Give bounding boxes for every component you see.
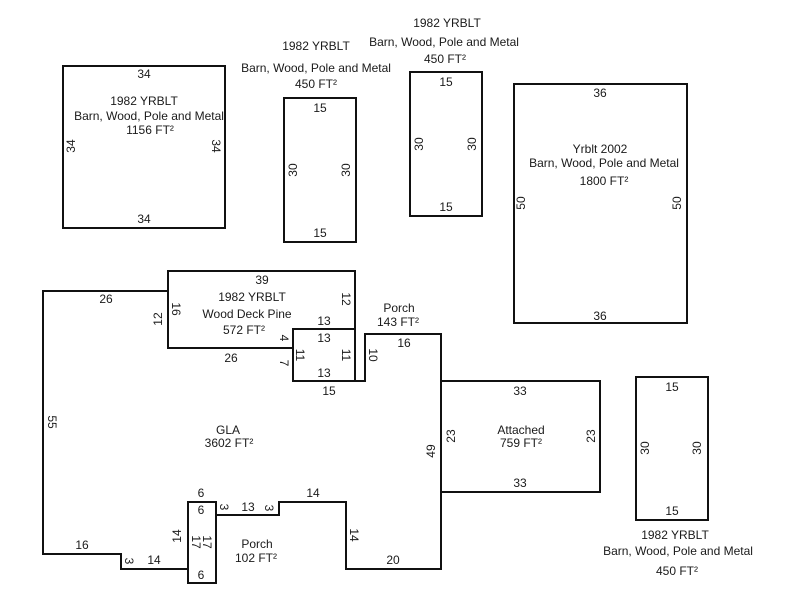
dimension-label: 15 — [313, 101, 327, 115]
dimension-label: 26 — [224, 351, 238, 365]
barn-450-c-outline — [635, 376, 709, 521]
area-name-label: Attached — [497, 423, 544, 437]
dimension-label: 13 — [241, 500, 255, 514]
area-year-label: 1982 YRBLT — [218, 290, 286, 304]
dimension-label: 30 — [412, 137, 426, 151]
dimension-label: 33 — [513, 384, 527, 398]
area-name-label: Porch — [241, 537, 272, 551]
dimension-label: 12 — [339, 292, 353, 306]
dimension-label: 7 — [277, 360, 291, 367]
dimension-label: 23 — [444, 429, 458, 443]
area-size-label: 572 FT² — [223, 323, 265, 337]
dimension-label: 34 — [209, 139, 223, 153]
porch-102-box-outline — [187, 501, 217, 584]
dimension-label: 12 — [151, 312, 165, 326]
dimension-label: 15 — [665, 380, 679, 394]
dimension-label: 6 — [198, 568, 205, 582]
area-name-label: Porch — [383, 301, 414, 315]
dimension-label: 13 — [317, 331, 331, 345]
dimension-label: 39 — [255, 273, 269, 287]
dimension-label: 10 — [366, 348, 380, 362]
dimension-label: 13 — [317, 366, 331, 380]
dimension-label: 34 — [137, 67, 151, 81]
dimension-label: 49 — [424, 444, 438, 458]
area-type-label: Barn, Wood, Pole and Metal — [241, 61, 391, 75]
area-size-label: 3602 FT² — [205, 436, 254, 450]
area-year-label: 1982 YRBLT — [282, 39, 350, 53]
barn-450-a-outline — [283, 97, 357, 243]
area-size-label: 450 FT² — [295, 77, 337, 91]
dimension-label: 14 — [347, 528, 361, 542]
barn-450-b-outline — [409, 71, 483, 217]
dimension-label: 50 — [514, 196, 528, 210]
area-year-label: 1982 YRBLT — [641, 528, 709, 542]
dimension-label: 20 — [386, 553, 400, 567]
dimension-label: 36 — [593, 309, 607, 323]
barn-1800-outline — [513, 83, 688, 324]
gla-outline-right — [215, 333, 442, 570]
area-type-label: Barn, Wood, Pole and Metal — [74, 109, 224, 123]
area-size-label: 1156 FT² — [126, 123, 174, 137]
barn-1156-outline — [62, 65, 226, 229]
dimension-label: 13 — [317, 314, 331, 328]
dimension-label: 6 — [198, 486, 205, 500]
dimension-label: 30 — [286, 163, 300, 177]
area-year-label: 1982 YRBLT — [413, 16, 481, 30]
dimension-label: 4 — [277, 335, 291, 342]
dimension-label: 14 — [147, 553, 161, 567]
area-type-label: Barn, Wood, Pole and Metal — [369, 35, 519, 49]
area-size-label: 143 FT² — [377, 315, 419, 329]
dimension-label: 36 — [593, 86, 607, 100]
dimension-label: 6 — [198, 503, 205, 517]
dimension-label: 50 — [670, 196, 684, 210]
area-size-label: 450 FT² — [656, 564, 698, 578]
dimension-label: 3 — [122, 558, 136, 565]
dimension-label: 11 — [293, 349, 307, 362]
dimension-label: 55 — [45, 415, 59, 429]
dimension-label: 14 — [306, 486, 320, 500]
deck-outline — [167, 270, 356, 349]
area-year-label: Yrblt 2002 — [573, 142, 628, 156]
area-size-label: 1800 FT² — [580, 174, 629, 188]
dimension-label: 30 — [339, 163, 353, 177]
area-size-label: 450 FT² — [424, 52, 466, 66]
area-size-label: 102 FT² — [235, 551, 277, 565]
dimension-label: 15 — [439, 75, 453, 89]
dimension-label: 16 — [169, 302, 183, 316]
area-type-label: Barn, Wood, Pole and Metal — [603, 544, 753, 558]
dimension-label: 16 — [75, 538, 89, 552]
outlines-layer — [42, 65, 709, 584]
dimension-label: 3 — [217, 504, 231, 511]
dimension-label: 15 — [322, 384, 336, 398]
dimension-label: 3 — [262, 505, 276, 512]
area-year-label: 1982 YRBLT — [110, 94, 178, 108]
dimension-label: 26 — [99, 292, 113, 306]
dimension-label: 30 — [690, 441, 704, 455]
dimension-label: 17 — [189, 535, 203, 549]
dimension-label: 34 — [137, 212, 151, 226]
area-name-label: GLA — [216, 423, 240, 437]
dimension-label: 16 — [397, 336, 411, 350]
dimension-label: 11 — [339, 349, 353, 362]
area-size-label: 759 FT² — [500, 436, 542, 450]
gla-outline — [42, 290, 189, 570]
dimension-label: 15 — [665, 504, 679, 518]
area-type-label: Barn, Wood, Pole and Metal — [529, 156, 679, 170]
dimension-label: 33 — [513, 476, 527, 490]
dimension-label: 15 — [313, 226, 327, 240]
dimension-label: 34 — [64, 139, 78, 153]
attached-outline — [440, 380, 601, 493]
dimension-label: 23 — [584, 429, 598, 443]
dimension-label: 14 — [170, 529, 184, 543]
dimension-label: 15 — [439, 200, 453, 214]
dimension-label: 30 — [465, 137, 479, 151]
dimension-label: 17 — [200, 535, 214, 549]
dimension-label: 30 — [638, 441, 652, 455]
area-type-label: Wood Deck Pine — [202, 307, 291, 321]
